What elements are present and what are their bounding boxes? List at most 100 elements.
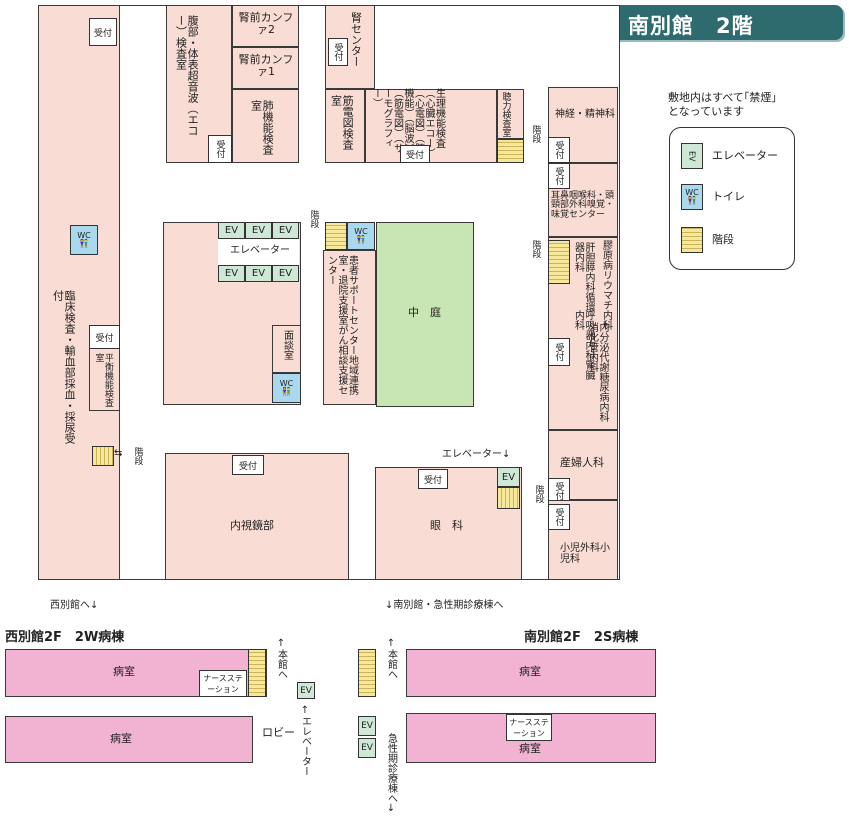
room-choryoku — [497, 89, 524, 139]
room-rinsho — [38, 5, 120, 580]
room-naishikyo-label: 内視鏡部 — [230, 519, 274, 532]
wc-center-top: WC👫 — [347, 222, 375, 250]
courtyard-label: 中 庭 — [408, 306, 441, 319]
nav-minami[interactable]: ↓南別館・急性期診療棟へ — [385, 600, 504, 611]
nav-nishi[interactable]: 西別館へ↓ — [50, 600, 99, 611]
south-kyusei-he[interactable]: 急性期診療棟へ↓ — [385, 733, 397, 814]
west-honkan-he[interactable]: ↑本館へ — [275, 638, 287, 679]
room-heiko-label: 平衡機能検査室 — [93, 353, 113, 407]
west-room1-label: 病室 — [113, 665, 135, 678]
south-nurse: ナースステーション — [506, 714, 552, 741]
legend-ev-label: エレベーター — [712, 149, 778, 162]
room-haikino — [232, 89, 299, 163]
stairs-ganka — [497, 487, 520, 509]
room-jinzo-label: 呼吸器内科腎臓内科 — [572, 310, 595, 380]
south-heading: 南別館2F 2S病棟 — [524, 630, 639, 645]
room-mendan-label: 面談室 — [281, 330, 293, 360]
west-lobby: ロビー — [262, 726, 295, 739]
ev-center-top1: EV — [218, 222, 245, 239]
west-elevator-v: ↑エレベーター — [299, 705, 311, 776]
stairs-right-label: 階段 — [530, 240, 541, 258]
room-jin-center-label: 腎センター — [349, 12, 363, 67]
room-seiri — [365, 89, 497, 163]
reception-west-top: 受付 — [89, 18, 117, 46]
reception-fukubu: 受付 — [208, 135, 232, 163]
reception-jibika: 受付 — [548, 163, 570, 189]
room-kanfa1 — [232, 47, 299, 89]
south-honkan-he[interactable]: ↑本館へ — [385, 638, 397, 679]
legend-ev-icon: EV — [681, 143, 703, 169]
legend-wc-text: WC — [685, 188, 699, 197]
ev-center-top2: EV — [245, 222, 272, 239]
room-sanfujin-label: 産婦人科 — [560, 456, 604, 469]
room-kanja-label: 患者サポートセンター地域連携室・退院支援室がん相談支援センター — [325, 255, 358, 395]
legend-wc-icon: WC👫 — [681, 184, 703, 210]
legend-note-2: となっています — [668, 105, 745, 118]
west-stairs — [248, 649, 266, 697]
room-ganka-label: 眼 科 — [430, 519, 463, 532]
room-naibunpi-label: 内分泌代謝糖尿病内科消化管内科 — [586, 322, 609, 422]
room-choryoku-label: 聴力検査室 — [500, 92, 511, 137]
legend-note-1: 敷地内はすべて｢禁煙｣ — [668, 91, 777, 104]
reception-naika: 受付 — [548, 338, 570, 366]
room-kinden-label: 筋電図検査室 — [329, 95, 355, 150]
ev-center-bot3: EV — [272, 265, 299, 282]
south-room1-label: 病室 — [519, 665, 541, 678]
wc-west: WC👫 — [70, 225, 98, 255]
reception-heiko: 受付 — [89, 325, 120, 349]
south-ev1: EV — [358, 716, 376, 736]
reception-naishikyo: 受付 — [232, 455, 264, 475]
toilet-icon: 👫 — [79, 239, 89, 248]
room-fukubu-label: 腹部・体表超音波（エコー）検査室 — [174, 15, 200, 136]
south-stairs — [358, 649, 376, 697]
elevator-hall-label: エレベーター — [230, 245, 290, 256]
reception-shinkei: 受付 — [548, 137, 570, 163]
legend-stairs-icon — [681, 227, 703, 253]
wc-center: WC👫 — [272, 373, 301, 403]
room-shoni-label: 小児外科小児科 — [560, 543, 610, 565]
room-kanfa1-label: 腎前カンファ1 — [238, 53, 294, 78]
ev-center-top3: EV — [272, 222, 299, 239]
reception-shoni: 受付 — [548, 504, 570, 530]
stairs-top — [497, 139, 524, 163]
ev-ganka: EV — [497, 467, 520, 487]
arrow-icon: ⇆ — [114, 448, 123, 459]
wc-west-text: WC — [77, 231, 91, 240]
south-room2-label: 病室 — [519, 742, 541, 755]
wc-center-text: WC — [279, 379, 294, 388]
room-kanfa2 — [232, 5, 299, 47]
room-mendan — [272, 325, 301, 373]
legend-wc-label: トイレ — [712, 190, 745, 203]
toilet-icon: 👫 — [281, 387, 292, 396]
legend-stairs-label: 階段 — [712, 233, 734, 246]
stairs-west-label: 階段 — [132, 447, 143, 465]
south-room1 — [406, 649, 656, 697]
ev-center-bot2: EV — [245, 265, 272, 282]
stairs-right — [548, 240, 570, 284]
room-kanja — [323, 250, 376, 405]
room-kinden — [325, 89, 365, 163]
room-kanzo-label: 肝胆膵内科循環器内科 — [572, 242, 595, 312]
stairs-center-label: 階段 — [308, 210, 319, 228]
room-jibika-label: 耳鼻咽喉科・頭頸部外科嗅覚・味覚センター — [551, 191, 615, 220]
room-kogen-label: 膠原病リウマチ内科 — [600, 240, 612, 330]
room-haikino-label: 肺機能検査室 — [249, 100, 275, 155]
elevator-hall — [218, 239, 299, 265]
west-ev: EV — [297, 682, 315, 699]
room-seiri-label: 生理機能検査（心臓エコー）（心電図）（肺機能）（脳波）（筋電図）（サーモグラフィ… — [370, 88, 445, 158]
elevator-down-label: エレベーター↓ — [442, 449, 511, 460]
stairs-west — [92, 446, 114, 466]
ev-center-bot1: EV — [218, 265, 245, 282]
west-room2-label: 病室 — [110, 732, 132, 745]
reception-jin: 受付 — [328, 38, 348, 66]
room-rinsho-label: 臨床検査・輸血部採血・採尿受付 — [51, 290, 77, 444]
toilet-icon: 👫 — [356, 235, 366, 244]
reception-seiri: 受付 — [400, 145, 430, 163]
courtyard — [376, 222, 474, 407]
south-ev2: EV — [358, 738, 376, 758]
reception-sanfujin: 受付 — [548, 478, 570, 504]
room-kanfa2-label: 腎前カンファ2 — [238, 11, 294, 36]
toilet-icon: 👫 — [687, 196, 697, 205]
reception-ganka: 受付 — [418, 469, 448, 489]
stairs-center — [325, 222, 347, 250]
